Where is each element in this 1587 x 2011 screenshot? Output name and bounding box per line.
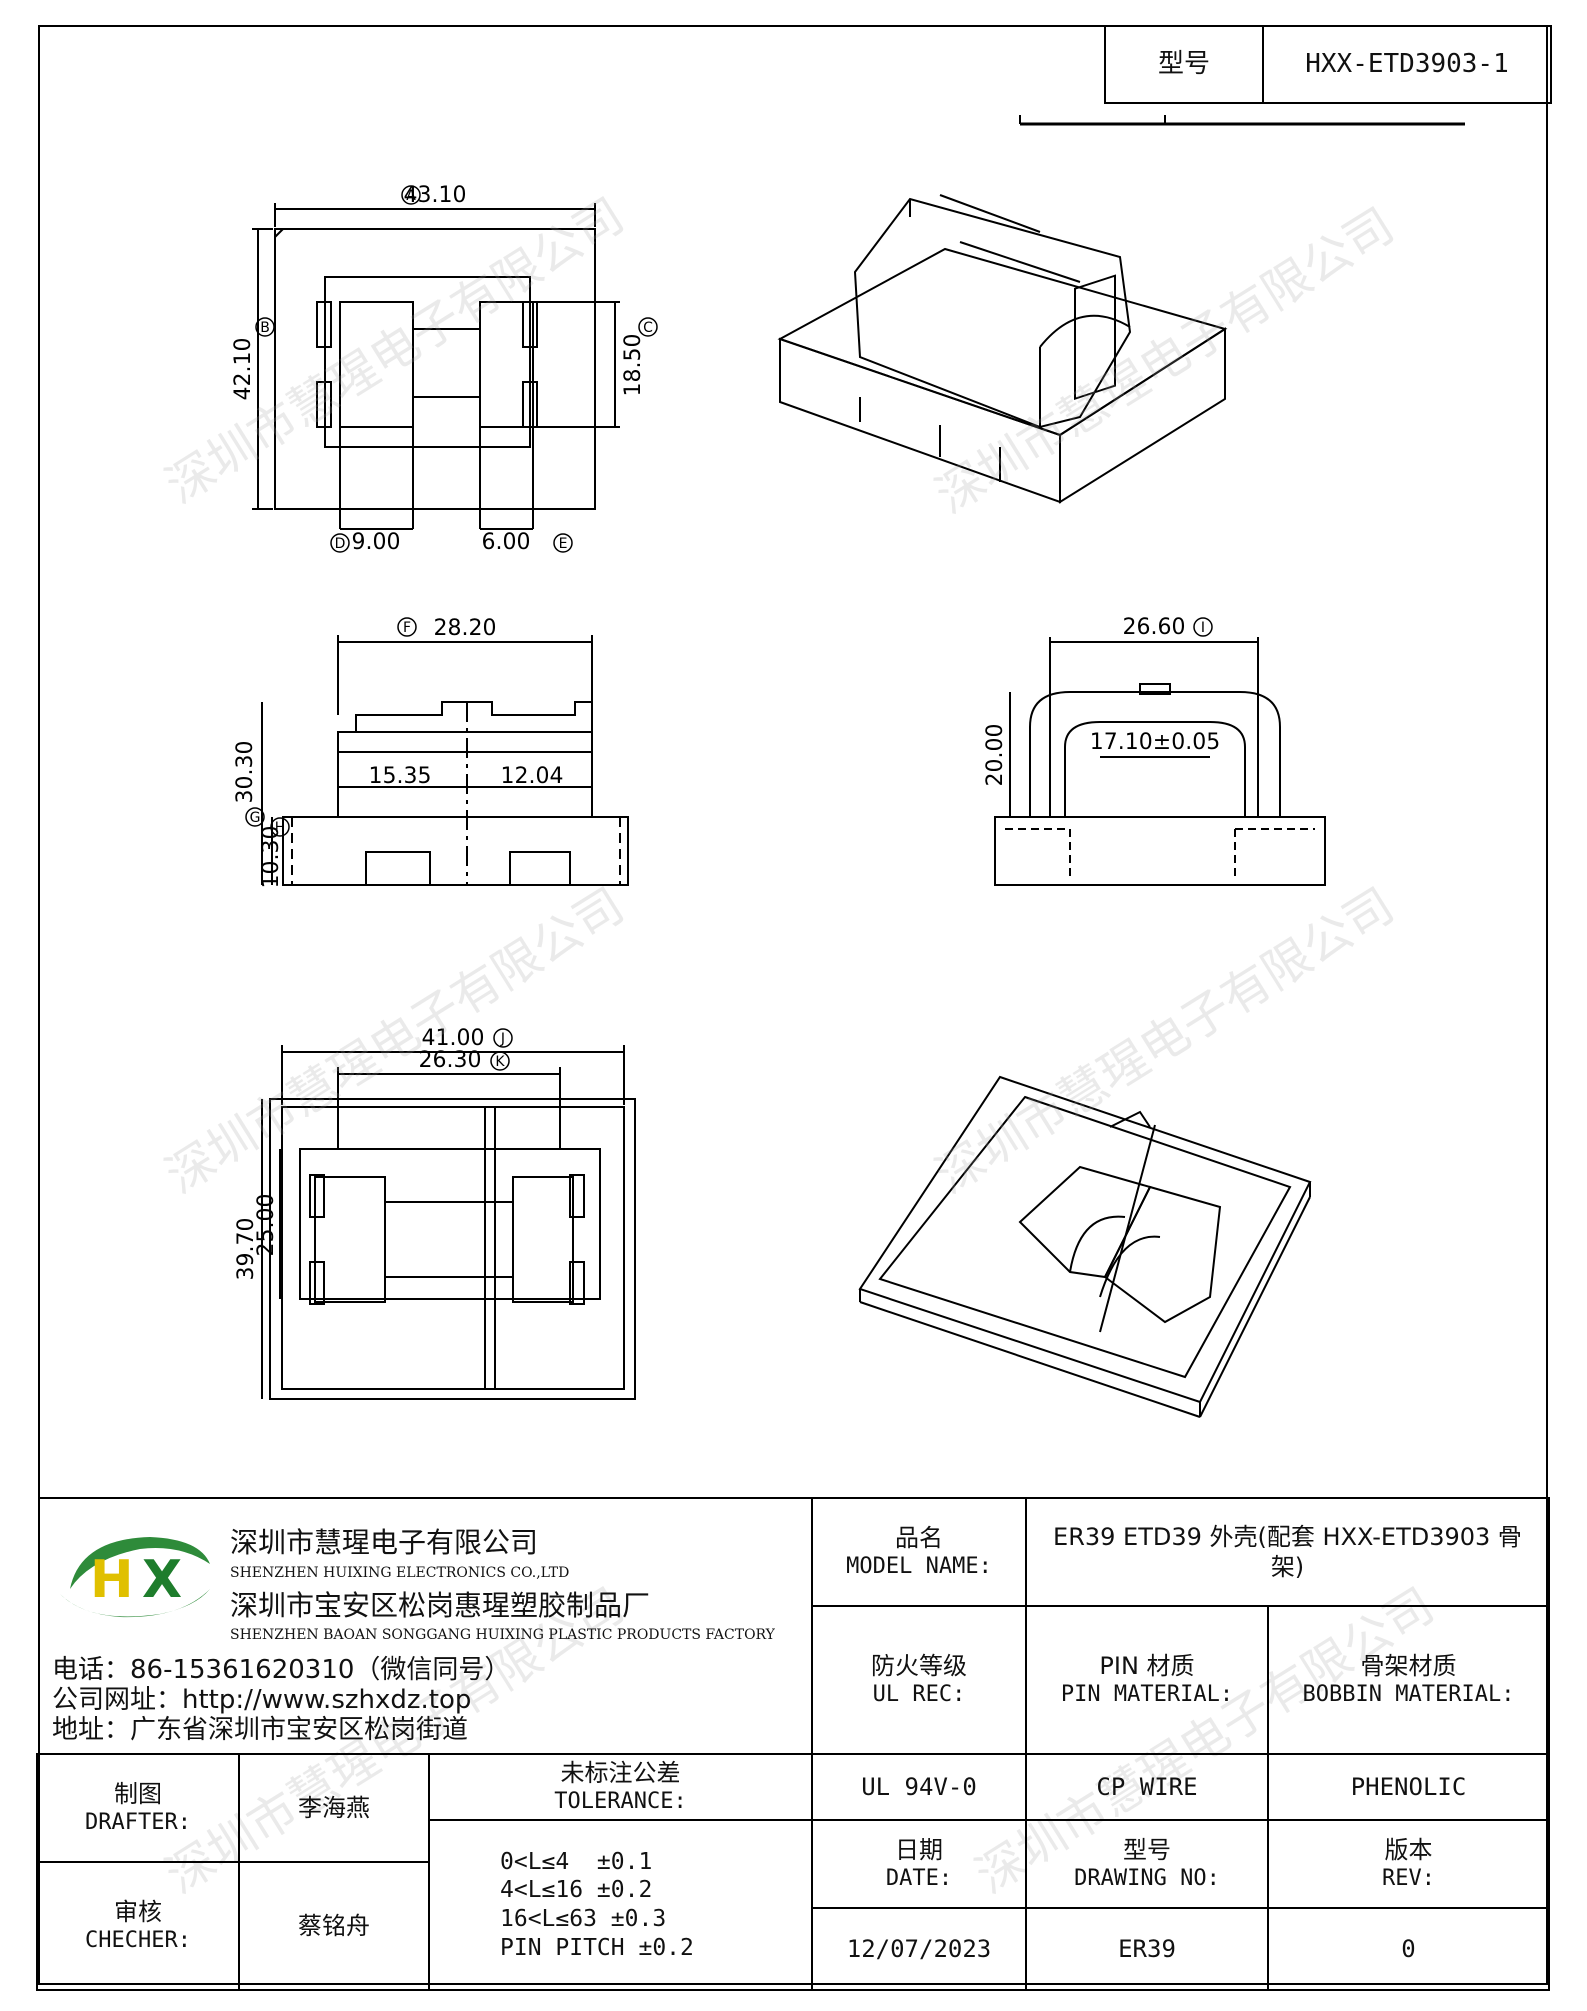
dim-side-inner: 17.10±0.05	[1090, 730, 1220, 755]
header-model-value: HXX-ETD3903-1	[1262, 25, 1552, 104]
drawing-no-value: ER39	[1025, 1907, 1269, 1991]
circle-h: H	[275, 820, 286, 836]
bobbin-material-label: 骨架材质 BOBBIN MATERIAL:	[1267, 1605, 1550, 1755]
company-phone: 电话：86-15361620310（微信同号）	[52, 1655, 511, 1685]
dim-bottom-inner-height: 25.00	[254, 1194, 279, 1257]
circle-b: B	[260, 320, 270, 336]
drawing-no-label: 型号 DRAWING NO:	[1025, 1819, 1269, 1909]
rev-label: 版本 REV:	[1267, 1819, 1550, 1909]
company-block: H X 深圳市慧瑆电子有限公司 SHENZHEN HUIXING ELECTRO…	[38, 1499, 813, 1755]
circle-f: F	[403, 620, 411, 636]
factory-name-en: SHENZHEN BAOAN SONGGANG HUIXING PLASTIC …	[230, 1627, 775, 1643]
tolerance-values: 0<L≤4 ±0.1 4<L≤16 ±0.2 16<L≤63 ±0.3 PIN …	[428, 1819, 813, 1991]
circle-a: A	[406, 188, 416, 204]
bobbin-material-value: PHENOLIC	[1267, 1753, 1550, 1821]
tolerance-line-3: 16<L≤63 ±0.3	[500, 1906, 667, 1932]
pin-material-label: PIN 材质 PIN MATERIAL:	[1025, 1605, 1269, 1755]
dim-front-width: 28.20	[434, 616, 497, 641]
model-name-value: ER39 ETD39 外壳(配套 HXX-ETD3903 骨架)	[1025, 1497, 1550, 1607]
dim-top-gap: 18.50	[621, 334, 646, 397]
dim-bottom-inner-width: 26.30	[419, 1048, 482, 1073]
model-name-label: 品名 MODEL NAME:	[811, 1497, 1027, 1607]
company-name-en: SHENZHEN HUIXING ELECTRONICS CO.,LTD	[230, 1565, 570, 1581]
circle-i: I	[1201, 620, 1205, 636]
factory-name-cn: 深圳市宝安区松岗惠瑆塑胶制品厂	[230, 1589, 651, 1622]
drafter-value: 李海燕	[238, 1753, 430, 1863]
circle-k: K	[495, 1054, 505, 1070]
dim-side-height: 20.00	[983, 724, 1008, 787]
front-view	[261, 635, 629, 886]
dim-top-height: 42.10	[231, 338, 256, 401]
ul-label: 防火等级 UL REC:	[811, 1605, 1027, 1755]
tolerance-label: 未标注公差 TOLERANCE:	[428, 1753, 813, 1821]
circle-c: C	[643, 320, 653, 336]
dim-top-left: 9.00	[352, 530, 401, 555]
tolerance-line-4: PIN PITCH ±0.2	[500, 1934, 694, 1961]
drawing-sheet: 型号 HXX-ETD3903-1	[36, 25, 1552, 1991]
title-block: H X 深圳市慧瑆电子有限公司 SHENZHEN HUIXING ELECTRO…	[36, 1497, 1550, 1991]
iso-view-bottom	[858, 1075, 1312, 1418]
date-value: 12/07/2023	[811, 1907, 1027, 1991]
company-logo: H X	[50, 1519, 215, 1629]
circle-d: D	[335, 536, 346, 552]
bottom-view	[261, 1045, 636, 1400]
svg-text:X: X	[142, 1550, 182, 1610]
top-view	[252, 203, 620, 530]
company-address: 地址：广东省深圳市宝安区松岗街道	[52, 1715, 469, 1745]
dim-top-right: 6.00	[482, 530, 531, 555]
circle-g: G	[250, 810, 261, 826]
svg-text:H: H	[90, 1550, 134, 1610]
date-label: 日期 DATE:	[811, 1819, 1027, 1909]
tolerance-line-2: 4<L≤16 ±0.2	[500, 1877, 653, 1904]
checker-label: 审核 CHECHER:	[36, 1861, 240, 1991]
pin-material-value: CP WIRE	[1025, 1753, 1269, 1821]
technical-drawing: 43.10 42.10 18.50 9.00 6.00 28.20 30.30 …	[231, 115, 1465, 1418]
ul-value: UL 94V-0	[811, 1753, 1027, 1821]
checker-value: 蔡铭舟	[238, 1861, 430, 1991]
company-website: 公司网址：http://www.szhxdz.top	[52, 1685, 472, 1715]
dim-bottom-outer-height: 39.70	[234, 1218, 259, 1281]
company-name-cn: 深圳市慧瑆电子有限公司	[230, 1526, 539, 1559]
dim-bottom-outer-width: 41.00	[422, 1026, 485, 1051]
dim-front-total-height: 30.30	[233, 741, 258, 804]
tolerance-line-1: 0<L≤4 ±0.1	[500, 1848, 653, 1875]
dim-front-left: 15.35	[369, 764, 432, 789]
circle-j: J	[500, 1031, 505, 1047]
circle-e: E	[559, 536, 568, 552]
side-view	[994, 637, 1326, 886]
dim-side-width: 26.60	[1123, 615, 1186, 640]
drafter-label: 制图 DRAFTER:	[36, 1753, 240, 1863]
rev-value: 0	[1267, 1907, 1550, 1991]
dim-front-right: 12.04	[501, 764, 564, 789]
header-model-label: 型号	[1104, 25, 1264, 104]
iso-view-top	[777, 194, 1228, 504]
